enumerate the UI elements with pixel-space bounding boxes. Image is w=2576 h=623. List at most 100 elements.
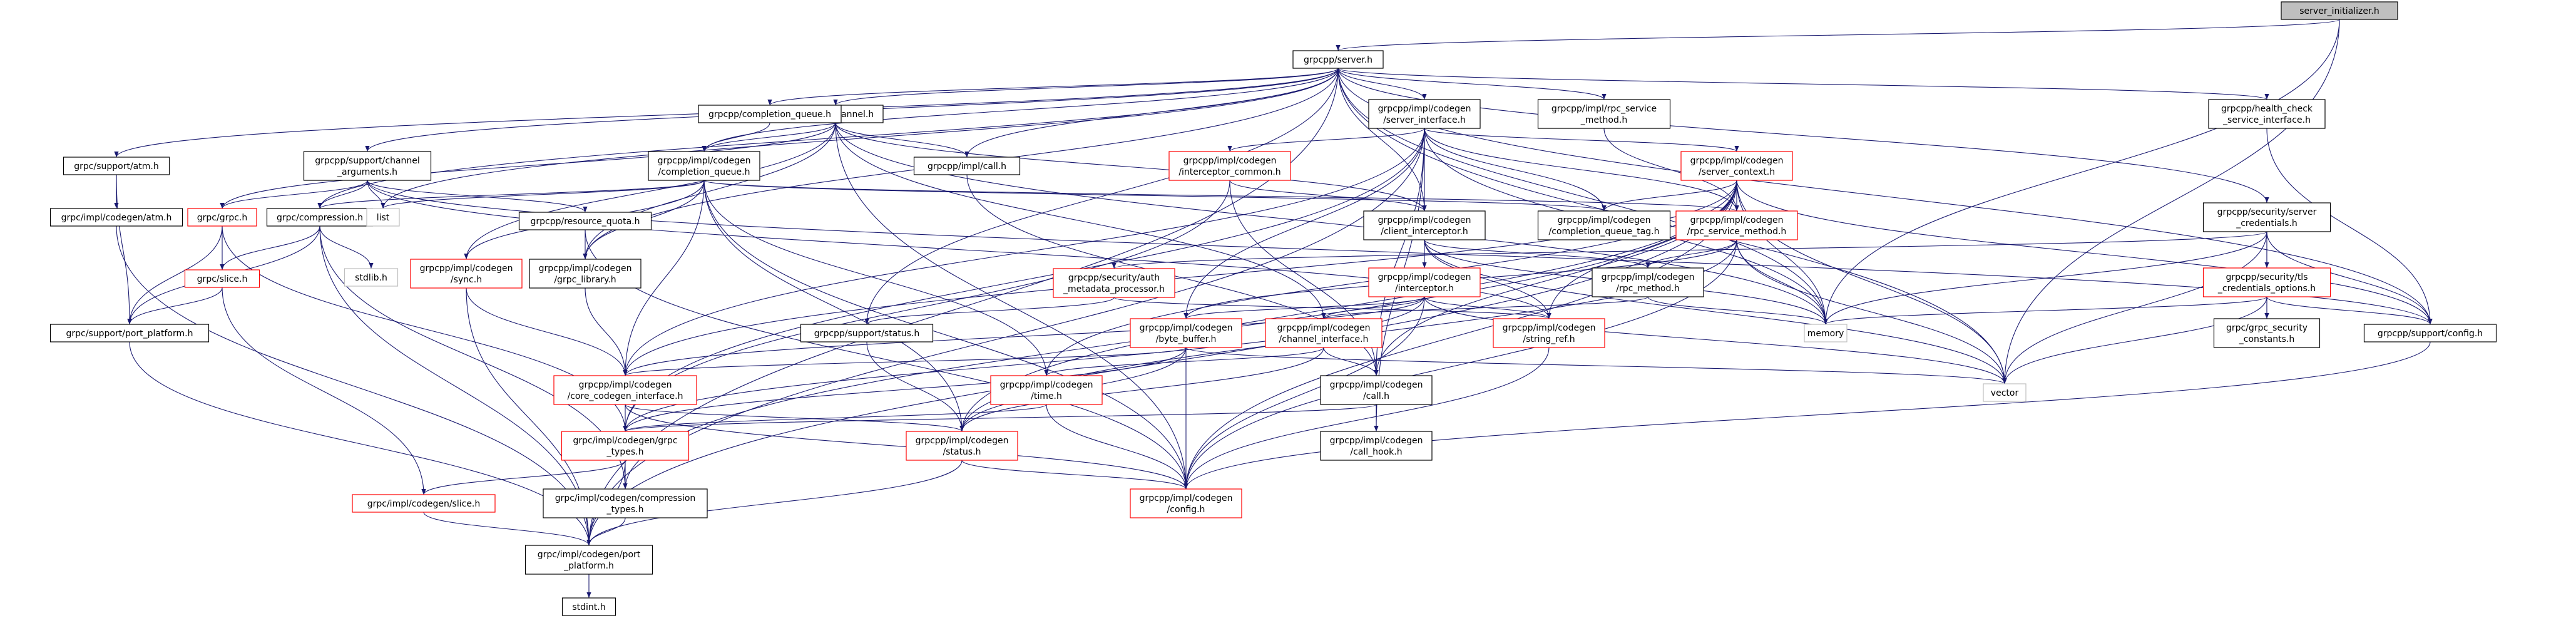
node-box [648, 151, 760, 181]
node-string-ref[interactable]: grpcpp/impl/codegen/string_ref.h [1493, 318, 1605, 348]
node-support-config[interactable]: grpcpp/support/config.h [2363, 324, 2497, 342]
node-sync[interactable]: grpcpp/impl/codegen/sync.h [410, 259, 523, 289]
node-list[interactable]: list [366, 208, 400, 227]
node-box [518, 212, 652, 230]
node-codegen-rpc-service-method[interactable]: grpcpp/impl/codegen/rpc_service_method.h [1675, 210, 1798, 240]
edge-codegen-rpc-service-method-to-codegen-rpc-method [1645, 239, 1737, 269]
node-label: grpc/impl/codegen/atm.h [61, 213, 172, 223]
node-slice[interactable]: grpc/slice.h [184, 269, 260, 288]
node-label: grpcpp/impl/codegen [579, 380, 672, 390]
node-compression[interactable]: grpc/compression.h [266, 208, 374, 227]
node-box [1265, 318, 1383, 348]
node-label: /rpc_service_method.h [1687, 227, 1787, 237]
node-support-channel-args[interactable]: grpcpp/support/channel_arguments.h [303, 151, 432, 181]
node-server-context[interactable]: grpcpp/impl/codegen/server_context.h [1680, 151, 1793, 181]
node-compression-types[interactable]: grpc/impl/codegen/compression_types.h [543, 488, 708, 518]
node-server-initializer[interactable]: server_initializer.h [2281, 1, 2398, 20]
node-tls-options[interactable]: grpcpp/security/tls_credentials_options.… [2202, 267, 2331, 297]
node-server[interactable]: grpcpp/server.h [1292, 50, 1384, 69]
node-label: grpcpp/impl/codegen [1140, 493, 1233, 503]
node-byte-buffer[interactable]: grpcpp/impl/codegen/byte_buffer.h [1130, 318, 1242, 348]
node-label: grpc/compression.h [277, 213, 363, 223]
node-stdint[interactable]: stdint.h [561, 597, 616, 616]
edge-channel-to-sync [464, 122, 836, 260]
node-box [1537, 99, 1671, 129]
node-codegen-atm[interactable]: grpc/impl/codegen/atm.h [49, 208, 183, 227]
node-label: /channel_interface.h [1279, 334, 1369, 344]
node-auth-metadata[interactable]: grpcpp/security/auth_metadata_processor.… [1053, 268, 1175, 298]
node-label: grpcpp/impl/codegen [420, 264, 513, 274]
edge-string-ref-to-codegen-config [1183, 347, 1550, 490]
node-resource-quota[interactable]: grpcpp/resource_quota.h [518, 212, 652, 230]
edge-channel-to-grpc-library [583, 122, 836, 260]
node-label: grpcpp/impl/codegen [1378, 272, 1471, 282]
node-codegen-config[interactable]: grpcpp/impl/codegen/config.h [1130, 488, 1242, 518]
node-vector[interactable]: vector [1983, 383, 2027, 402]
node-security-server-creds[interactable]: grpcpp/security/server_credentials.h [2202, 202, 2331, 232]
node-server-interface[interactable]: grpcpp/impl/codegen/server_interface.h [1368, 99, 1481, 129]
node-grpc-types[interactable]: grpc/impl/codegen/grpc_types.h [561, 431, 690, 461]
node-channel-interface[interactable]: grpcpp/impl/codegen/channel_interface.h [1265, 318, 1383, 348]
node-label: grpcpp/impl/codegen [1000, 380, 1093, 390]
node-stdlib[interactable]: stdlib.h [344, 268, 399, 287]
node-label: grpcpp/impl/codegen [1378, 215, 1471, 225]
node-codegen-slice[interactable]: grpc/impl/codegen/slice.h [352, 494, 496, 513]
node-box [303, 151, 432, 181]
node-layer: server_initializer.h grpcpp/server.h grpc/… [49, 1, 2497, 616]
node-rpc-service-method[interactable]: grpcpp/impl/rpc_service_method.h [1537, 99, 1671, 129]
edge-channel-interface-to-codegen-call [1323, 347, 1379, 376]
edge-byte-buffer-to-core-codegen-interface [623, 347, 1187, 376]
edge-channel-interface-to-codegen-status [959, 347, 1324, 432]
node-box [1675, 210, 1798, 240]
edge-security-server-creds-to-support-config [2266, 231, 2433, 325]
node-box [2363, 324, 2497, 342]
node-grpc-h[interactable]: grpc/grpc.h [187, 208, 257, 227]
node-port-platform[interactable]: grpc/impl/codegen/port_platform.h [524, 545, 653, 575]
edge-server-to-compression [317, 68, 1339, 209]
node-box [913, 157, 1021, 175]
node-support-port-platform[interactable]: grpc/support/port_platform.h [49, 324, 210, 342]
node-grpc-library[interactable]: grpcpp/impl/codegen/grpc_library.h [529, 259, 641, 289]
node-box [1493, 318, 1605, 348]
node-label: grpcpp/impl/codegen [658, 156, 751, 166]
node-box [543, 488, 708, 518]
node-box [49, 208, 183, 227]
edge-core-codegen-interface-to-codegen-config [625, 404, 1188, 490]
edge-server-initializer-to-server [1336, 19, 2340, 51]
node-codegen-cq[interactable]: grpcpp/impl/codegen/completion_queue.h [648, 151, 760, 181]
node-box [266, 208, 374, 227]
edge-server-to-port-platform [586, 68, 1339, 546]
node-codegen-time[interactable]: grpcpp/impl/codegen/time.h [990, 375, 1103, 405]
node-codegen-call[interactable]: grpcpp/impl/codegen/call.h [1320, 375, 1433, 405]
node-interceptor[interactable]: grpcpp/impl/codegen/interceptor.h [1368, 267, 1481, 297]
node-support-status[interactable]: grpcpp/support/status.h [800, 324, 934, 342]
node-box [529, 259, 641, 289]
node-call-hook[interactable]: grpcpp/impl/codegen/call_hook.h [1320, 431, 1433, 461]
edge-auth-metadata-to-support-status [864, 297, 1115, 325]
node-box [184, 269, 260, 288]
edge-codegen-cq-to-codegen-config [703, 180, 1188, 490]
node-cq-tag[interactable]: grpcpp/impl/codegen/completion_queue_tag… [1537, 210, 1671, 240]
node-core-codegen-interface[interactable]: grpcpp/impl/codegen/core_codegen_interfa… [553, 375, 697, 405]
node-support-atm[interactable]: grpc/support/atm.h [63, 157, 170, 175]
node-interceptor-common[interactable]: grpcpp/impl/codegen/interceptor_common.h [1168, 151, 1291, 181]
node-health-check[interactable]: grpcpp/health_check_service_interface.h [2208, 99, 2326, 129]
edge-byte-buffer-to-vector [1185, 347, 2007, 384]
edge-server-to-rpc-service-method [1337, 68, 1607, 100]
node-label: grpcpp/impl/codegen [1330, 436, 1423, 446]
node-impl-call[interactable]: grpcpp/impl/call.h [913, 157, 1021, 175]
node-completion-queue[interactable]: grpcpp/completion_queue.h [698, 105, 842, 123]
node-grpc-security-constants[interactable]: grpc/grpc_security_constants.h [2213, 318, 2321, 348]
edge-support-channel-args-to-grpc-h [220, 180, 368, 209]
node-memory[interactable]: memory [1804, 324, 1848, 342]
node-client-interceptor[interactable]: grpcpp/impl/codegen/client_interceptor.h [1363, 210, 1486, 240]
edge-codegen-status-to-codegen-config [961, 460, 1188, 490]
node-codegen-status[interactable]: grpcpp/impl/codegen/status.h [906, 431, 1018, 461]
node-label: grpcpp/impl/codegen [916, 436, 1009, 446]
node-codegen-rpc-method[interactable]: grpcpp/impl/codegen/rpc_method.h [1592, 267, 1704, 297]
node-label: grpc/slice.h [197, 274, 248, 284]
edge-client-interceptor-to-codegen-rpc-method [1424, 239, 1650, 269]
node-label: /rpc_method.h [1616, 284, 1679, 294]
node-box [553, 375, 697, 405]
